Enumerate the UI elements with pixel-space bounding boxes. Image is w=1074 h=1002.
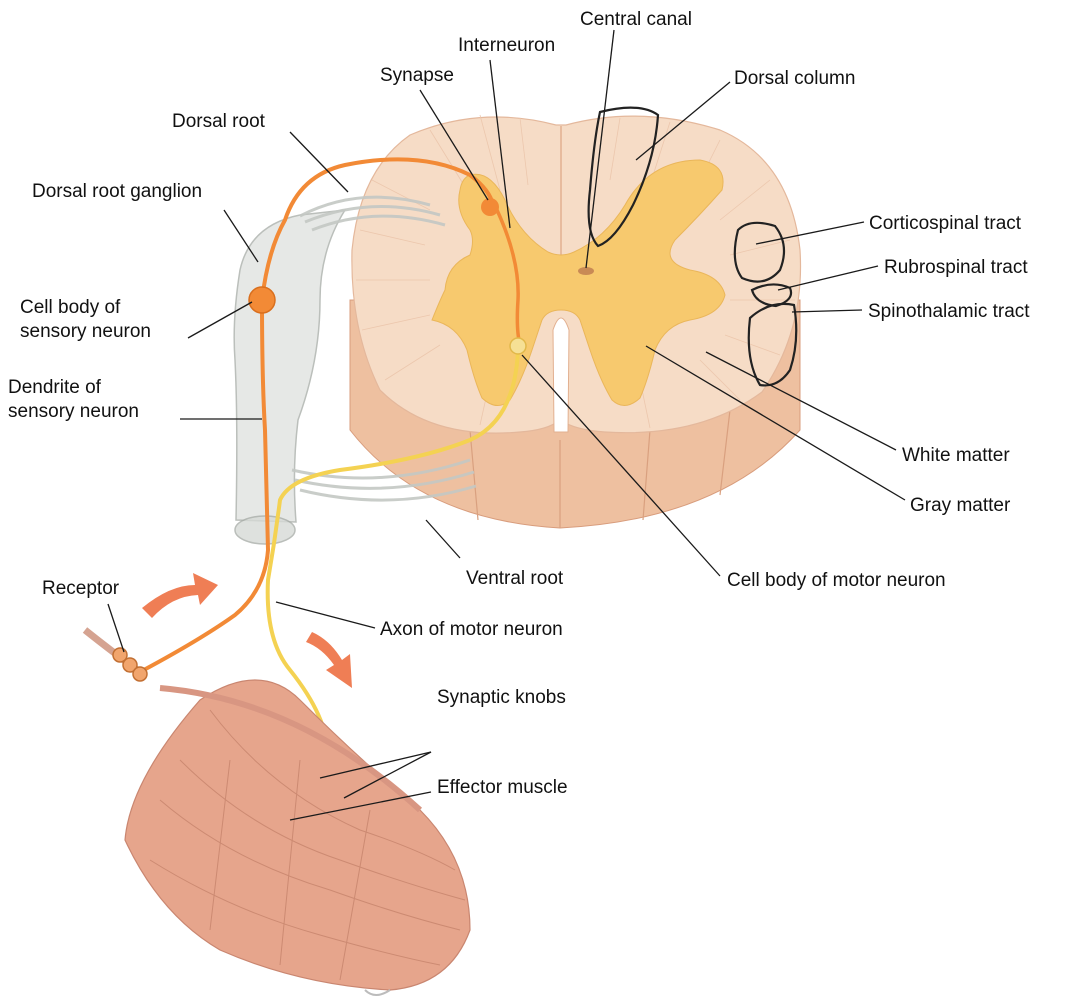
- cell-body-sensory-line-2: sensory neuron: [20, 320, 151, 344]
- dorsal-root-label: Dorsal root: [172, 110, 265, 134]
- synapse-label: Synapse: [380, 64, 454, 88]
- ventral-root-label: Ventral root: [466, 567, 563, 591]
- central-canal-label: Central canal: [580, 8, 692, 32]
- corticospinal-tract-label: Corticospinal tract: [869, 212, 1021, 236]
- receptor-label: Receptor: [42, 577, 119, 601]
- spinal-cord: [350, 108, 801, 528]
- sensory-cell-body: [249, 287, 275, 313]
- motor-direction-arrow: [306, 632, 352, 688]
- cell-body-sensory-line-1: Cell body of: [20, 296, 151, 320]
- rubrospinal-tract-label: Rubrospinal tract: [884, 256, 1028, 280]
- gray-matter-label: Gray matter: [910, 494, 1010, 518]
- axon-motor-label: Axon of motor neuron: [380, 618, 563, 642]
- sensory-direction-arrow: [142, 573, 218, 618]
- dorsal-column-label: Dorsal column: [734, 67, 855, 91]
- dendrite-sensory-line-1: Dendrite of: [8, 376, 139, 400]
- cell-body-motor-label: Cell body of motor neuron: [727, 569, 946, 593]
- central-canal: [578, 267, 594, 275]
- effector-muscle: [125, 680, 470, 995]
- spinothalamic-tract-label: Spinothalamic tract: [868, 300, 1030, 324]
- effector-muscle-label: Effector muscle: [437, 776, 568, 800]
- dendrite-sensory-label: Dendrite of sensory neuron: [8, 376, 139, 424]
- synapse-knob: [481, 198, 499, 216]
- motor-cell-body: [510, 338, 526, 354]
- dendrite-sensory-line-2: sensory neuron: [8, 400, 139, 424]
- dorsal-root-ganglion-label: Dorsal root ganglion: [32, 180, 202, 204]
- interneuron-label: Interneuron: [458, 34, 555, 58]
- synaptic-knobs-label: Synaptic knobs: [437, 686, 566, 710]
- cell-body-sensory-label: Cell body of sensory neuron: [20, 296, 151, 344]
- white-matter-label: White matter: [902, 444, 1010, 468]
- receptor: [85, 630, 147, 681]
